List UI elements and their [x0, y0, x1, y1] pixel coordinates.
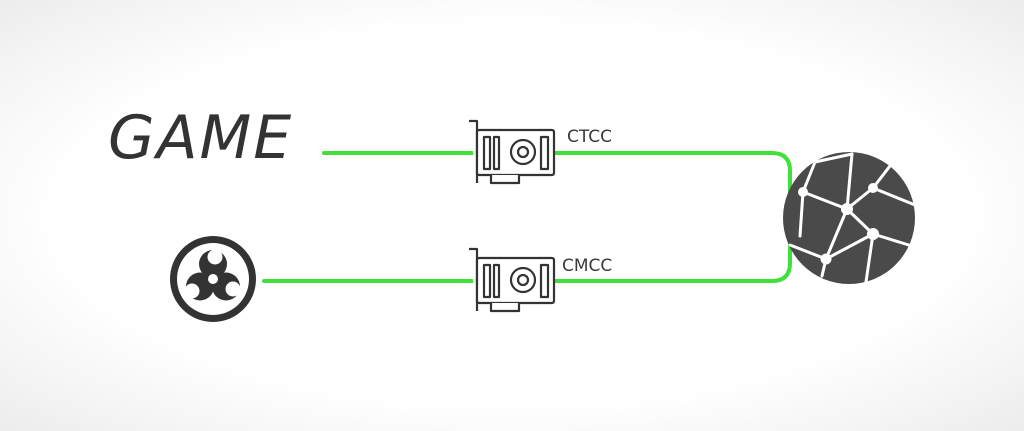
route-label-cmcc: CMCC: [562, 256, 613, 276]
route-line-top: [322, 151, 792, 206]
network-card-icon-bottom: [469, 247, 556, 313]
route-line-bottom: [262, 228, 792, 283]
globe-network-icon: [783, 152, 917, 284]
game-label: GAME: [108, 103, 294, 173]
network-card-icon-top: [469, 119, 556, 185]
obs-logo-icon: [170, 236, 256, 322]
route-label-ctcc: CTCC: [567, 127, 612, 147]
